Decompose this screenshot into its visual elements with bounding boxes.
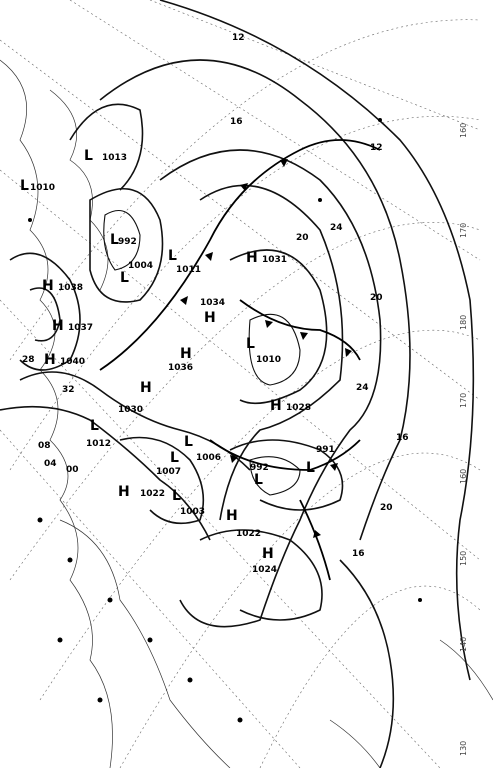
isobar-label: 12 bbox=[370, 143, 383, 153]
pressure-center-type: H bbox=[262, 546, 274, 562]
pressure-center-type: L bbox=[170, 450, 179, 466]
longitude-label: 160 bbox=[459, 469, 468, 484]
pressure-center-value: 1012 bbox=[86, 439, 111, 449]
longitude-labels: 130 140 150 160 170 180 170 160 bbox=[459, 123, 468, 756]
pressure-center-type: H bbox=[180, 346, 192, 362]
pressure-center-value: 1011 bbox=[176, 265, 201, 275]
pressure-center-type: L bbox=[184, 434, 193, 450]
longitude-label: 150 bbox=[459, 551, 468, 566]
pressure-center-value: 1038 bbox=[58, 283, 83, 293]
isobar-label: 04 bbox=[44, 459, 57, 469]
longitude-label: 140 bbox=[459, 637, 468, 652]
longitude-label: 180 bbox=[459, 315, 468, 330]
isobar-label: 16 bbox=[396, 433, 409, 443]
isobar-label: 28 bbox=[22, 355, 35, 365]
pressure-center-type: L bbox=[168, 248, 177, 264]
fronts bbox=[99, 139, 381, 581]
longitude-label: 170 bbox=[459, 393, 468, 408]
isobar-label: 20 bbox=[380, 503, 393, 513]
longitude-label: 130 bbox=[459, 741, 468, 756]
pressure-center-type: H bbox=[118, 484, 130, 500]
stations bbox=[28, 118, 422, 723]
pressure-center-type: H bbox=[204, 310, 216, 326]
pressure-center-value: 1003 bbox=[180, 507, 205, 517]
pressure-center-value: 992 bbox=[250, 463, 269, 473]
pressure-center-value: 992 bbox=[118, 237, 137, 247]
pressure-center-type: L bbox=[90, 418, 99, 434]
pressure-center-type: L bbox=[306, 460, 315, 476]
isobar-label: 32 bbox=[62, 385, 75, 395]
isobars bbox=[0, 0, 475, 768]
pressure-center-value: 1024 bbox=[252, 565, 277, 575]
pressure-center-value: 1031 bbox=[262, 255, 287, 265]
pressure-center-type: L bbox=[84, 148, 93, 164]
isobar-label: 08 bbox=[38, 441, 51, 451]
pressure-center-value: 1022 bbox=[236, 529, 261, 539]
pressure-center-value: 1030 bbox=[118, 405, 143, 415]
pressure-center-value: 991 bbox=[316, 445, 335, 455]
longitude-label: 160 bbox=[459, 123, 468, 138]
isobar-labels: 12 16 20 24 28 32 16 20 24 08 04 00 12 1… bbox=[22, 33, 409, 559]
pressure-center-type: H bbox=[44, 352, 56, 368]
isobar-label: 24 bbox=[356, 383, 369, 393]
pressure-center-type: H bbox=[226, 508, 238, 524]
pressure-center-value: 1006 bbox=[196, 453, 221, 463]
pressure-center-value: 1037 bbox=[68, 323, 93, 333]
coastlines bbox=[0, 59, 493, 768]
pressure-center-value: 1034 bbox=[200, 298, 225, 308]
pressure-center-type: L bbox=[20, 178, 29, 194]
pressure-center-value: 1010 bbox=[30, 183, 55, 193]
isobar-label: 12 bbox=[232, 33, 245, 43]
pressure-center-type: H bbox=[270, 398, 282, 414]
pressure-center-value: 1028 bbox=[286, 403, 311, 413]
pressure-center-value: 1022 bbox=[140, 489, 165, 499]
isobar-label: 24 bbox=[330, 223, 343, 233]
pressure-centers: H 1040 H 1037 H 1038 H 1031 H 1028 H 103… bbox=[20, 148, 335, 575]
pressure-center-type: L bbox=[172, 488, 181, 504]
pressure-center-type: H bbox=[52, 318, 64, 334]
pressure-center-value: 1013 bbox=[102, 153, 127, 163]
isobar-label: 16 bbox=[352, 549, 365, 559]
isobar-label: 20 bbox=[296, 233, 309, 243]
pressure-center-value: 1010 bbox=[256, 355, 281, 365]
isobar-label: 16 bbox=[230, 117, 243, 127]
pressure-center-type: H bbox=[246, 250, 258, 266]
pressure-center-value: 1040 bbox=[60, 357, 85, 367]
pressure-center-value: 1007 bbox=[156, 467, 181, 477]
pressure-center-type: L bbox=[110, 232, 119, 248]
isobar-label: 20 bbox=[370, 293, 383, 303]
pressure-center-type: L bbox=[246, 336, 255, 352]
isobar-label: 00 bbox=[66, 465, 79, 475]
pressure-center-type: L bbox=[254, 472, 263, 488]
pressure-center-value: 1004 bbox=[128, 261, 153, 271]
pressure-center-value: 1036 bbox=[168, 363, 193, 373]
pressure-center-type: H bbox=[140, 380, 152, 396]
pressure-center-type: H bbox=[42, 278, 54, 294]
longitude-label: 170 bbox=[459, 223, 468, 238]
pressure-center-type: L bbox=[120, 270, 129, 286]
